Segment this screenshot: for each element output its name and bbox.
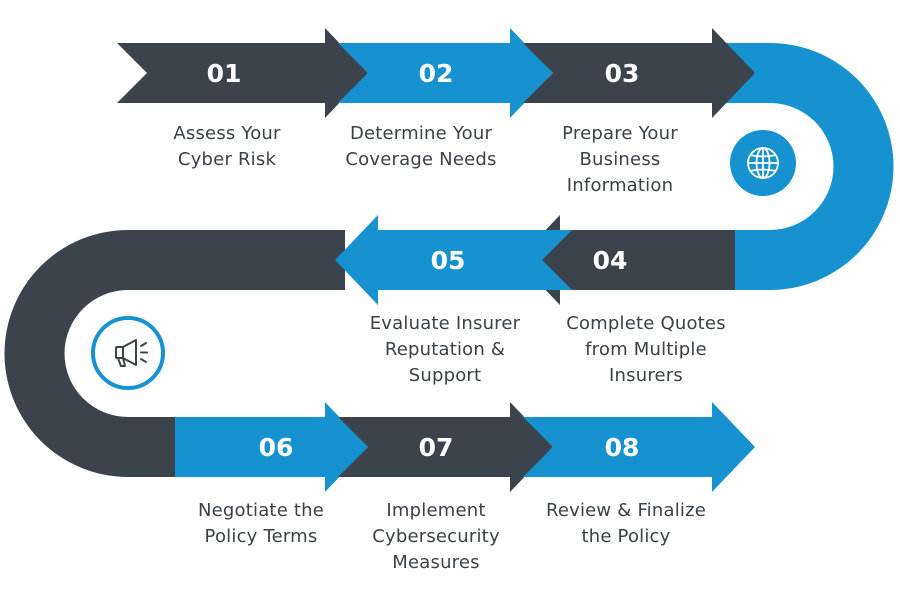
globe-icon	[725, 125, 801, 201]
step-arrow-01	[117, 28, 368, 118]
step-number-08: 08	[605, 433, 640, 462]
step-arrow-07	[338, 402, 553, 492]
step-number-06: 06	[259, 433, 294, 462]
step-arrow-08	[523, 402, 755, 492]
step-arrow-05	[335, 215, 572, 305]
step-number-03: 03	[605, 59, 640, 88]
right-curve	[720, 43, 894, 290]
step-number-04: 04	[593, 246, 628, 275]
step-arrow-02	[338, 28, 553, 118]
left-curve	[4, 230, 346, 477]
step-number-07: 07	[419, 433, 454, 462]
step-number-01: 01	[207, 59, 242, 88]
step-arrow-03	[523, 28, 755, 118]
megaphone-icon	[90, 315, 166, 391]
step-number-02: 02	[419, 59, 454, 88]
step-arrow-06	[175, 402, 368, 492]
step-number-05: 05	[431, 246, 466, 275]
step-arrow-04	[517, 215, 735, 305]
